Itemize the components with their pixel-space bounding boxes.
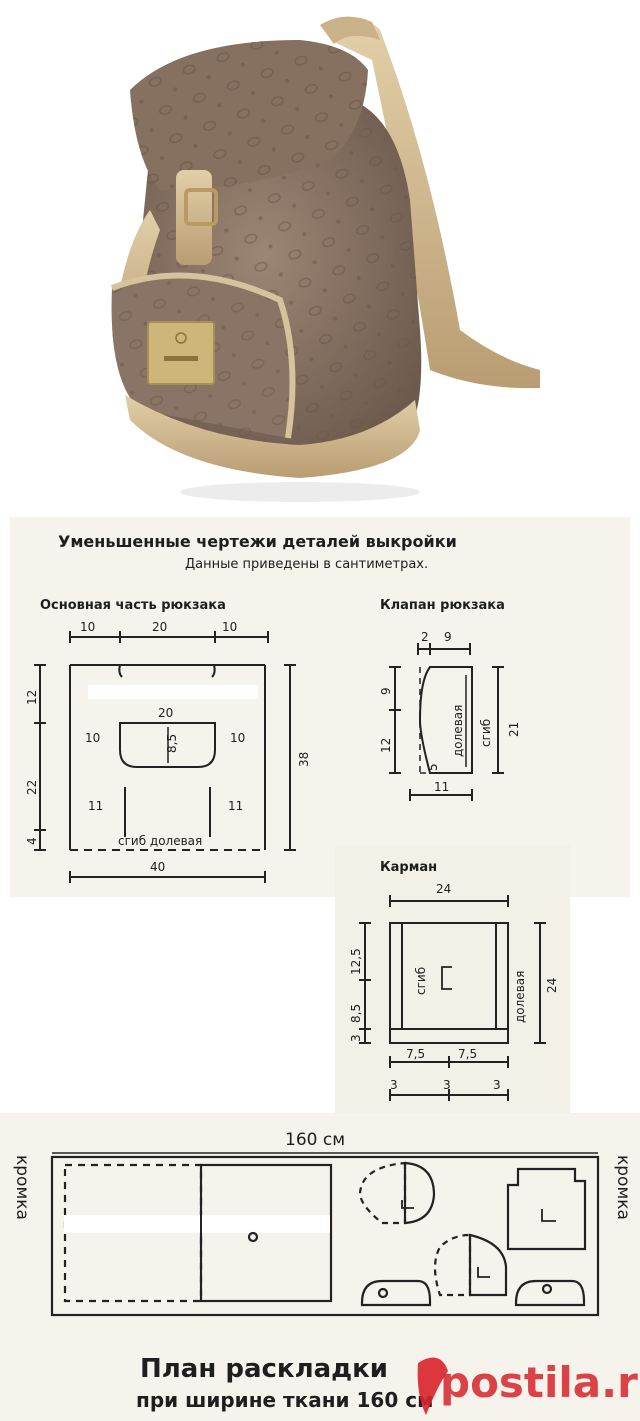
backpack-photo	[110, 16, 540, 502]
main-dim-side-11a: 11	[88, 799, 103, 813]
main-dim-pocket-85: 8,5	[165, 734, 179, 753]
watermark-text: postila.ru	[440, 1358, 640, 1407]
main-dim-left-22: 22	[25, 780, 39, 795]
selvage-right-label: кромка	[613, 1155, 633, 1220]
flap-dim-left-12: 12	[379, 738, 393, 753]
pocket-dim-bottom-3b: 3	[443, 1078, 451, 1092]
bag-bottom	[125, 395, 420, 478]
pocket-dim-left-3: 3	[349, 1034, 363, 1042]
layout-plan: 160 см кромка кромка План раскладки при …	[12, 1130, 633, 1412]
shoulder-strap-right	[330, 21, 540, 389]
selvage-left-label: кромка	[12, 1155, 32, 1220]
pocket-dim-bottom-3a: 3	[390, 1078, 398, 1092]
main-dim-left-4: 4	[25, 837, 39, 845]
flap-fold-label: сгиб	[479, 719, 493, 747]
main-dim-left-12: 12	[25, 690, 39, 705]
main-part-title: Основная часть рюкзака	[40, 598, 226, 613]
buckle	[184, 188, 218, 226]
flap-dim-top-2: 2	[421, 630, 429, 644]
layout-width-label: 160 см	[285, 1130, 345, 1150]
plan-subtitle: при ширине ткани 160 см	[136, 1388, 433, 1412]
flap-grain-label: долевая	[451, 705, 465, 757]
pocket-dim-top-24: 24	[436, 882, 451, 896]
pocket-dim-left-125: 12,5	[349, 948, 363, 975]
bag-shadow	[180, 482, 420, 502]
pocket-dim-right-24: 24	[545, 978, 559, 993]
flap-drawing: Клапан рюкзака 2 9 долевая сгиб 5 9 12 2…	[379, 598, 521, 801]
main-fold-label: сгиб долевая	[118, 834, 202, 848]
main-dim-bottom-40: 40	[150, 860, 165, 874]
pocket-dim-bottom-75b: 7,5	[458, 1047, 477, 1061]
pocket-dim-bottom-3c: 3	[493, 1078, 501, 1092]
flap-dim-left-9: 9	[379, 687, 393, 695]
main-dim-side-10b: 10	[230, 731, 245, 745]
main-part-drawing: Основная часть рюкзака 10 20 10 20 8,5 1…	[25, 598, 311, 883]
pocket-grain-label: долевая	[513, 971, 527, 1023]
flap-title: Клапан рюкзака	[380, 598, 505, 613]
main-dim-pocket-20: 20	[158, 706, 173, 720]
header-title: Уменьшенные чертежи деталей выкройки	[58, 532, 457, 551]
shoulder-strap-left	[320, 16, 380, 44]
logo-plate	[147, 321, 215, 385]
main-dim-top-20: 20	[152, 620, 167, 634]
main-dim-right-38: 38	[297, 752, 311, 767]
pocket-dim-left-85: 8,5	[349, 1004, 363, 1023]
watermark-pin-icon	[417, 1357, 448, 1415]
main-dim-side-11b: 11	[228, 799, 243, 813]
plan-title: План раскладки	[140, 1354, 388, 1384]
pocket-title: Карман	[380, 860, 437, 875]
buckle-strap	[176, 170, 212, 265]
flap-dim-right-21: 21	[507, 722, 521, 737]
flap-dim-r5: 5	[426, 763, 440, 771]
pattern-drawings: Уменьшенные чертежи деталей выкройки Дан…	[0, 517, 640, 1421]
pocket-fold-label: сгиб	[414, 967, 428, 995]
main-dim-side-10a: 10	[85, 731, 100, 745]
flap-dim-bottom-11: 11	[434, 780, 449, 794]
pocket-drawing: Карман 24 сгиб долевая 12,5 8,5 3 24 7,5…	[349, 860, 559, 1101]
flap-dim-top-9: 9	[444, 630, 452, 644]
main-dim-top-10a: 10	[80, 620, 95, 634]
watermark-logo: postila.ru	[417, 1357, 640, 1415]
pocket-dim-bottom-75a: 7,5	[406, 1047, 425, 1061]
main-dim-top-10b: 10	[222, 620, 237, 634]
header-subtitle: Данные приведены в сантиметрах.	[185, 557, 428, 572]
